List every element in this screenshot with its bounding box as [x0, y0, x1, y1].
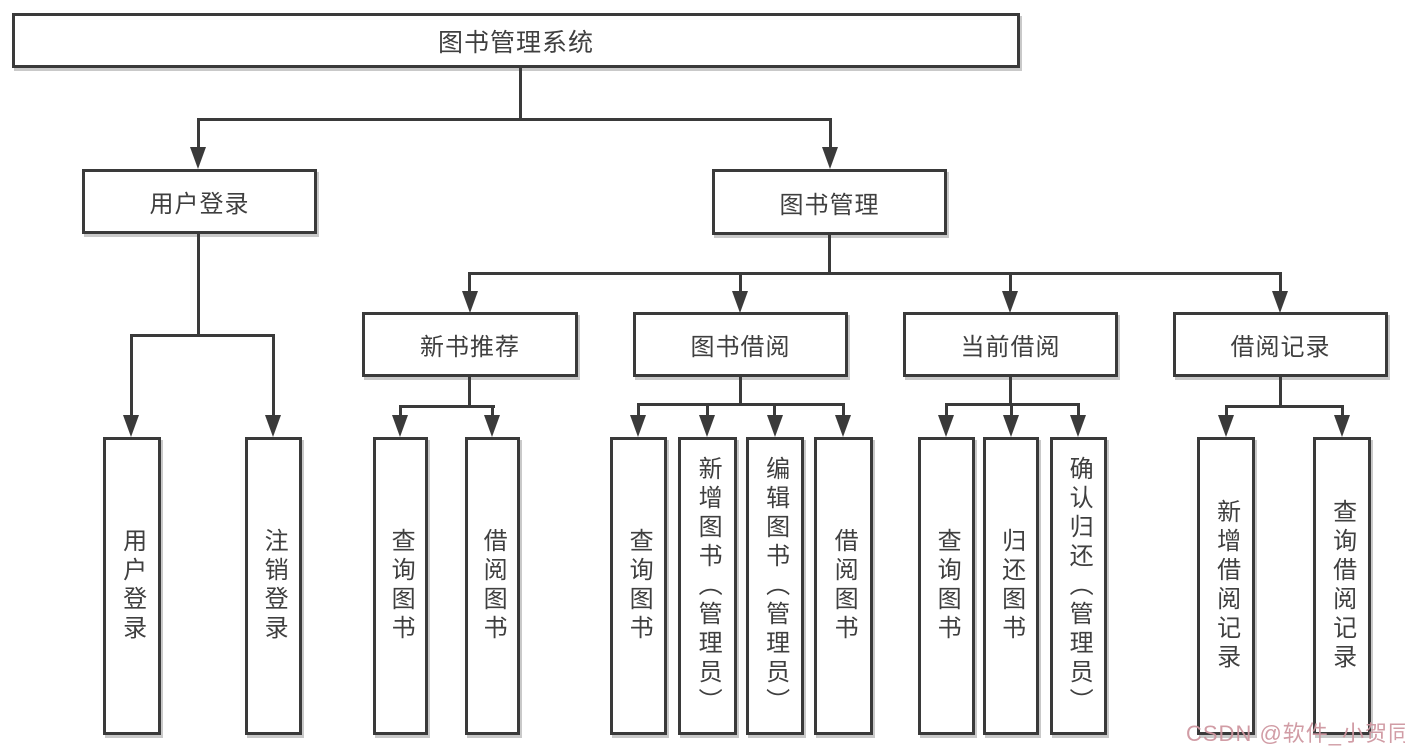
leaf-borrow-books-recommend: 借阅图书 — [465, 437, 520, 735]
leaf-logout: 注销登录 — [245, 437, 302, 735]
connector-line — [1225, 405, 1344, 408]
arrowhead-down-icon — [1218, 415, 1234, 437]
arrowhead-down-icon — [938, 415, 954, 437]
connector-line — [519, 66, 522, 118]
leaf-add-borrow-record: 新增借阅记录 — [1197, 437, 1255, 735]
connector-line — [773, 403, 776, 417]
connector-line — [272, 334, 275, 417]
connector-line — [1279, 377, 1282, 408]
arrowhead-down-icon — [1272, 291, 1288, 313]
connector-line — [399, 405, 495, 408]
leaf-label: 查询图书 — [933, 528, 961, 644]
node-borrow-records: 借阅记录 — [1173, 312, 1388, 377]
connector-line — [637, 403, 845, 406]
connector-line — [828, 235, 831, 275]
connector-line — [1279, 272, 1282, 293]
leaf-query-borrow-record: 查询借阅记录 — [1313, 437, 1371, 735]
arrowhead-down-icon — [484, 415, 500, 437]
arrowhead-down-icon — [190, 147, 206, 169]
arrowhead-down-icon — [835, 415, 851, 437]
arrowhead-down-icon — [392, 415, 408, 437]
connector-line — [1009, 377, 1012, 406]
connector-line — [491, 405, 494, 417]
leaf-user-login: 用户登录 — [103, 437, 161, 735]
connector-line — [1010, 403, 1013, 417]
connector-line — [1077, 403, 1080, 417]
leaf-label: 用户登录 — [118, 528, 146, 644]
connector-line — [706, 403, 709, 417]
leaf-query-books-recommend: 查询图书 — [373, 437, 428, 735]
arrowhead-down-icon — [1334, 415, 1350, 437]
connector-line — [130, 334, 133, 417]
connector-line — [1009, 272, 1012, 293]
node-new-book-recommend: 新书推荐 — [362, 312, 578, 377]
leaf-label: 查询图书 — [387, 528, 415, 644]
arrowhead-down-icon — [732, 291, 748, 313]
leaf-edit-books-admin: 编辑图书（管理员） — [746, 437, 804, 735]
connector-line — [829, 118, 832, 149]
connector-line — [197, 234, 200, 337]
leaf-label: 确认归还（管理员） — [1065, 455, 1093, 717]
node-user-login: 用户登录 — [82, 169, 317, 234]
arrowhead-down-icon — [630, 415, 646, 437]
connector-line — [739, 272, 742, 293]
leaf-label: 借阅图书 — [479, 528, 507, 644]
leaf-query-books-borrow: 查询图书 — [610, 437, 667, 735]
arrowhead-down-icon — [822, 147, 838, 169]
leaf-label: 查询借阅记录 — [1328, 499, 1356, 673]
arrowhead-down-icon — [1003, 415, 1019, 437]
node-book-management: 图书管理 — [712, 169, 947, 235]
leaf-query-books-current: 查询图书 — [918, 437, 975, 735]
leaf-label: 新增借阅记录 — [1212, 499, 1240, 673]
arrowhead-down-icon — [699, 415, 715, 437]
arrowhead-down-icon — [265, 415, 281, 437]
node-book-borrow: 图书借阅 — [633, 312, 848, 377]
leaf-add-books-admin: 新增图书（管理员） — [678, 437, 737, 735]
arrowhead-down-icon — [1002, 291, 1018, 313]
arrowhead-down-icon — [1070, 415, 1086, 437]
leaf-label: 编辑图书（管理员） — [761, 455, 789, 717]
leaf-confirm-return-admin: 确认归还（管理员） — [1050, 437, 1107, 735]
connector-line — [468, 272, 1282, 275]
node-current-borrow: 当前借阅 — [903, 312, 1118, 377]
node-library-management-system: 图书管理系统 — [12, 13, 1020, 68]
connector-line — [399, 405, 402, 417]
connector-line — [197, 118, 200, 149]
leaf-label: 新增图书（管理员） — [694, 455, 722, 717]
connector-line — [1225, 405, 1228, 417]
connector-line — [637, 403, 640, 417]
connector-line — [197, 118, 832, 121]
csdn-watermark: CSDN @软件_小贺同学 — [1186, 721, 1405, 746]
arrowhead-down-icon — [767, 415, 783, 437]
leaf-label: 归还图书 — [997, 528, 1025, 644]
leaf-borrow-books: 借阅图书 — [814, 437, 873, 735]
connector-line — [468, 377, 471, 408]
connector-line — [468, 272, 471, 293]
connector-line — [739, 377, 742, 406]
connector-line — [842, 403, 845, 417]
connector-line — [1341, 405, 1344, 417]
connector-line — [945, 403, 948, 417]
arrowhead-down-icon — [462, 291, 478, 313]
leaf-label: 查询图书 — [625, 528, 653, 644]
leaf-return-books: 归还图书 — [983, 437, 1039, 735]
arrowhead-down-icon — [123, 415, 139, 437]
leaf-label: 借阅图书 — [830, 528, 858, 644]
connector-line — [130, 334, 275, 337]
leaf-label: 注销登录 — [260, 528, 288, 644]
